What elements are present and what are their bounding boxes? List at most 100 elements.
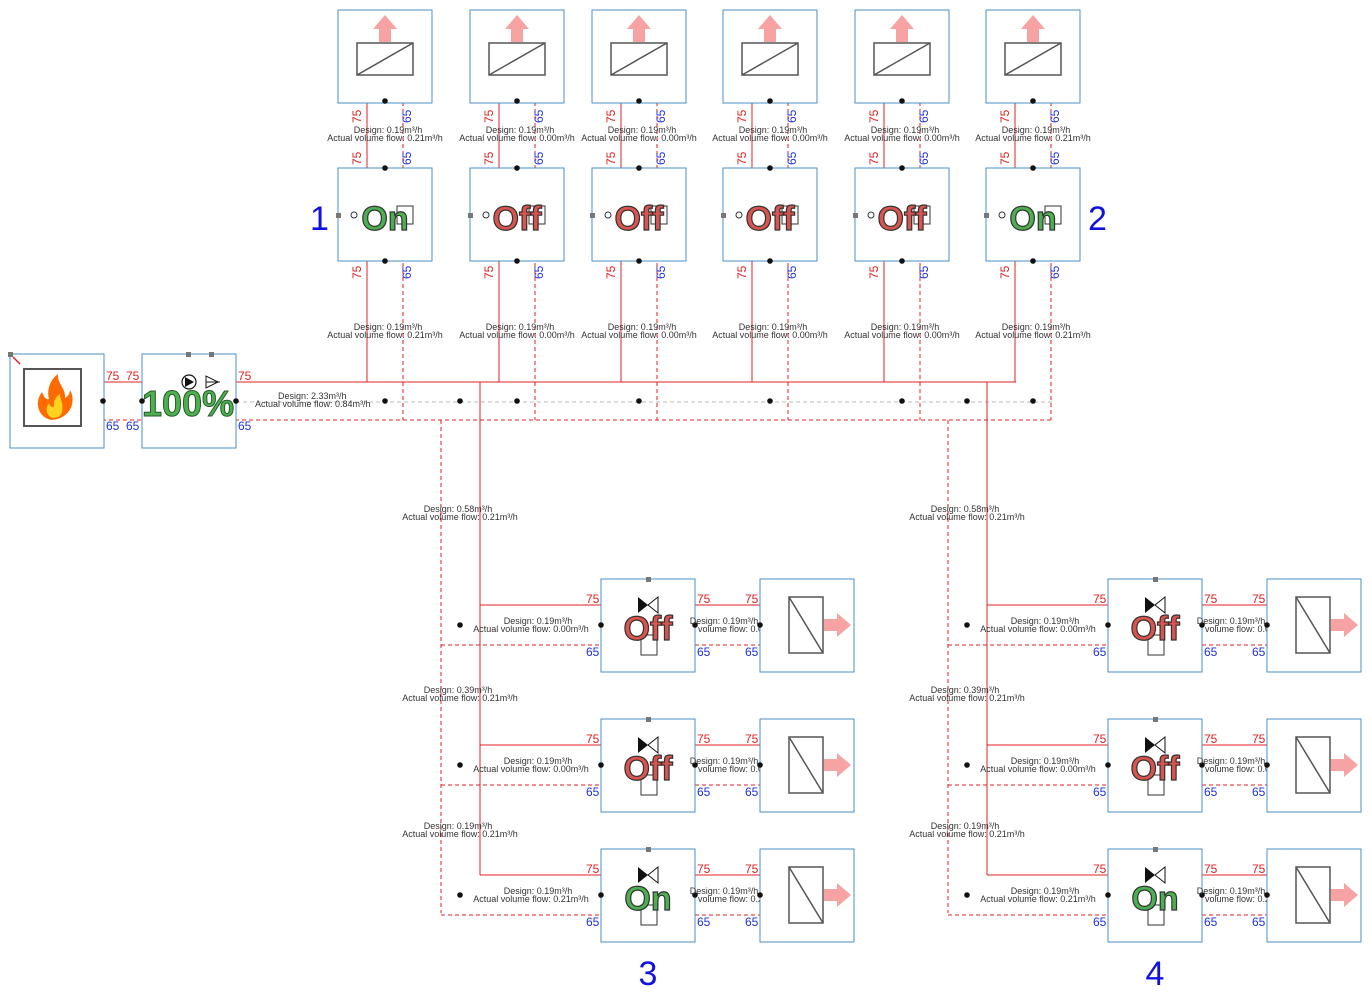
flow-actual-label: Actual volume flow: 0.00m³/h	[712, 133, 828, 143]
heat-output-arrow-icon	[758, 15, 782, 42]
heat-output-arrow-icon	[824, 613, 851, 637]
flow-design-label: Design: 0.19m³/h	[690, 756, 759, 766]
flow-actual-label: Actual volume flow: 0.21m³/h	[975, 133, 1091, 143]
valve-handle[interactable]	[1153, 717, 1158, 722]
valve-handle[interactable]	[646, 717, 651, 722]
flow-design-label: Design: 0.39m³/h	[931, 685, 1000, 695]
valve-box[interactable]	[1107, 718, 1203, 813]
supply-temp-label: 75	[482, 151, 496, 165]
flow-design-label: Design: 0.19m³/h	[486, 322, 555, 332]
link-arrow-icon	[12, 356, 21, 365]
junction-dot	[1105, 762, 1111, 768]
junction-dot	[757, 622, 763, 628]
flow-design-label: Design: 0.58m³/h	[424, 504, 493, 514]
heat-output-arrow-icon	[627, 15, 651, 42]
junction-dot	[767, 165, 773, 171]
flow-design-label: Design: 0.19m³/h	[354, 322, 423, 332]
actuator-icon	[640, 634, 658, 656]
return-temp-label: 65	[785, 151, 799, 165]
valve-handle[interactable]	[590, 213, 595, 218]
pump-handle[interactable]	[209, 352, 214, 357]
flow-actual-label: volume flow: 0.0	[1205, 624, 1270, 634]
supply-temp-label: 75	[745, 862, 759, 876]
junction-dot	[692, 622, 698, 628]
valve-box[interactable]	[1107, 578, 1203, 673]
flow-actual-label: volume flow: 0.0	[698, 764, 763, 774]
valve-icon	[638, 737, 648, 753]
junction-dot	[899, 258, 905, 264]
junction-dot	[598, 762, 604, 768]
junction-dot	[1030, 258, 1036, 264]
pump-handle[interactable]	[186, 352, 191, 357]
status-label: Off	[614, 200, 664, 238]
supply-temp-label: 75	[604, 265, 618, 279]
return-temp-label: 65	[1204, 645, 1218, 659]
supply-temp-label: 75	[350, 151, 364, 165]
supply-temp-label: 75	[604, 109, 618, 123]
valve-icon	[1154, 735, 1166, 755]
flow-design-label: Design: 0.19m³/h	[1011, 756, 1080, 766]
sensor-icon	[350, 211, 358, 219]
valve-handle[interactable]	[1153, 847, 1158, 852]
valve-handle[interactable]	[336, 213, 341, 218]
flow-actual-label: volume flow: 0.0	[1205, 764, 1270, 774]
flow-actual-label: Actual volume flow: 0.21m³/h	[402, 512, 518, 522]
junction-dot	[767, 258, 773, 264]
return-temp-label: 65	[1252, 645, 1266, 659]
valve-box[interactable]	[600, 848, 696, 943]
return-temp-label: 65	[697, 645, 711, 659]
callout-2: 2	[1088, 200, 1107, 238]
flow-design-label: Design: 0.58m³/h	[931, 504, 1000, 514]
valve-handle[interactable]	[984, 213, 989, 218]
supply-temp-label: 75	[126, 369, 140, 383]
flow-actual-label: Actual volume flow: 0.00m³/h	[844, 330, 960, 340]
supply-temp-label: 75	[1204, 732, 1218, 746]
junction-dot	[767, 98, 773, 104]
return-temp-label: 65	[1093, 785, 1107, 799]
junction-dot	[964, 892, 970, 898]
junction-dot	[1199, 892, 1205, 898]
corner-handle[interactable]	[8, 352, 13, 357]
valve-handle[interactable]	[1153, 577, 1158, 582]
return-temp-label: 65	[1093, 645, 1107, 659]
flow-design-label: Design: 0.19m³/h	[608, 322, 677, 332]
supply-temp-label: 75	[998, 265, 1012, 279]
flow-design-label: Design: 0.19m³/h	[1011, 886, 1080, 896]
flow-actual-label: Actual volume flow: 0.00m³/h	[980, 624, 1096, 634]
heat-output-arrow-icon	[1331, 883, 1358, 907]
flow-design-label: Design: 0.19m³/h	[690, 886, 759, 896]
radiator-diagonal	[788, 596, 824, 654]
flow-actual-label: Actual volume flow: 0.21m³/h	[909, 512, 1025, 522]
junction-dot	[1199, 762, 1205, 768]
valve-icon	[1145, 867, 1155, 883]
return-temp-label: 65	[1048, 109, 1062, 123]
flow-design-label: Design: 0.19m³/h	[871, 322, 940, 332]
valve-icon	[647, 735, 659, 755]
flow-actual-label: Actual volume flow: 0.21m³/h	[909, 829, 1025, 839]
valve-handle[interactable]	[646, 847, 651, 852]
status-label: Off	[492, 200, 542, 238]
valve-handle[interactable]	[721, 213, 726, 218]
pump-percent-label: 100%	[142, 383, 234, 424]
supply-temp-label: 75	[1093, 592, 1107, 606]
return-temp-label: 65	[400, 151, 414, 165]
valve-icon	[1145, 597, 1155, 613]
valve-box[interactable]	[600, 578, 696, 673]
valve-handle[interactable]	[853, 213, 858, 218]
flow-actual-label: Actual volume flow: 0.00m³/h	[473, 764, 589, 774]
valve-handle[interactable]	[468, 213, 473, 218]
valve-handle[interactable]	[646, 577, 651, 582]
supply-temp-label: 75	[867, 109, 881, 123]
flow-actual-label: Actual volume flow: 0.21m³/h	[975, 330, 1091, 340]
supply-temp-label: 75	[586, 592, 600, 606]
flow-actual-label: volume flow: 0.0	[698, 624, 763, 634]
actuator-icon	[1044, 205, 1062, 225]
valve-box[interactable]	[1107, 848, 1203, 943]
valve-box[interactable]	[600, 718, 696, 813]
junction-dot	[636, 398, 642, 404]
flame-core-icon	[46, 394, 63, 418]
return-temp-label: 65	[586, 915, 600, 929]
junction-dot	[1264, 622, 1270, 628]
status-label: On	[361, 200, 408, 238]
